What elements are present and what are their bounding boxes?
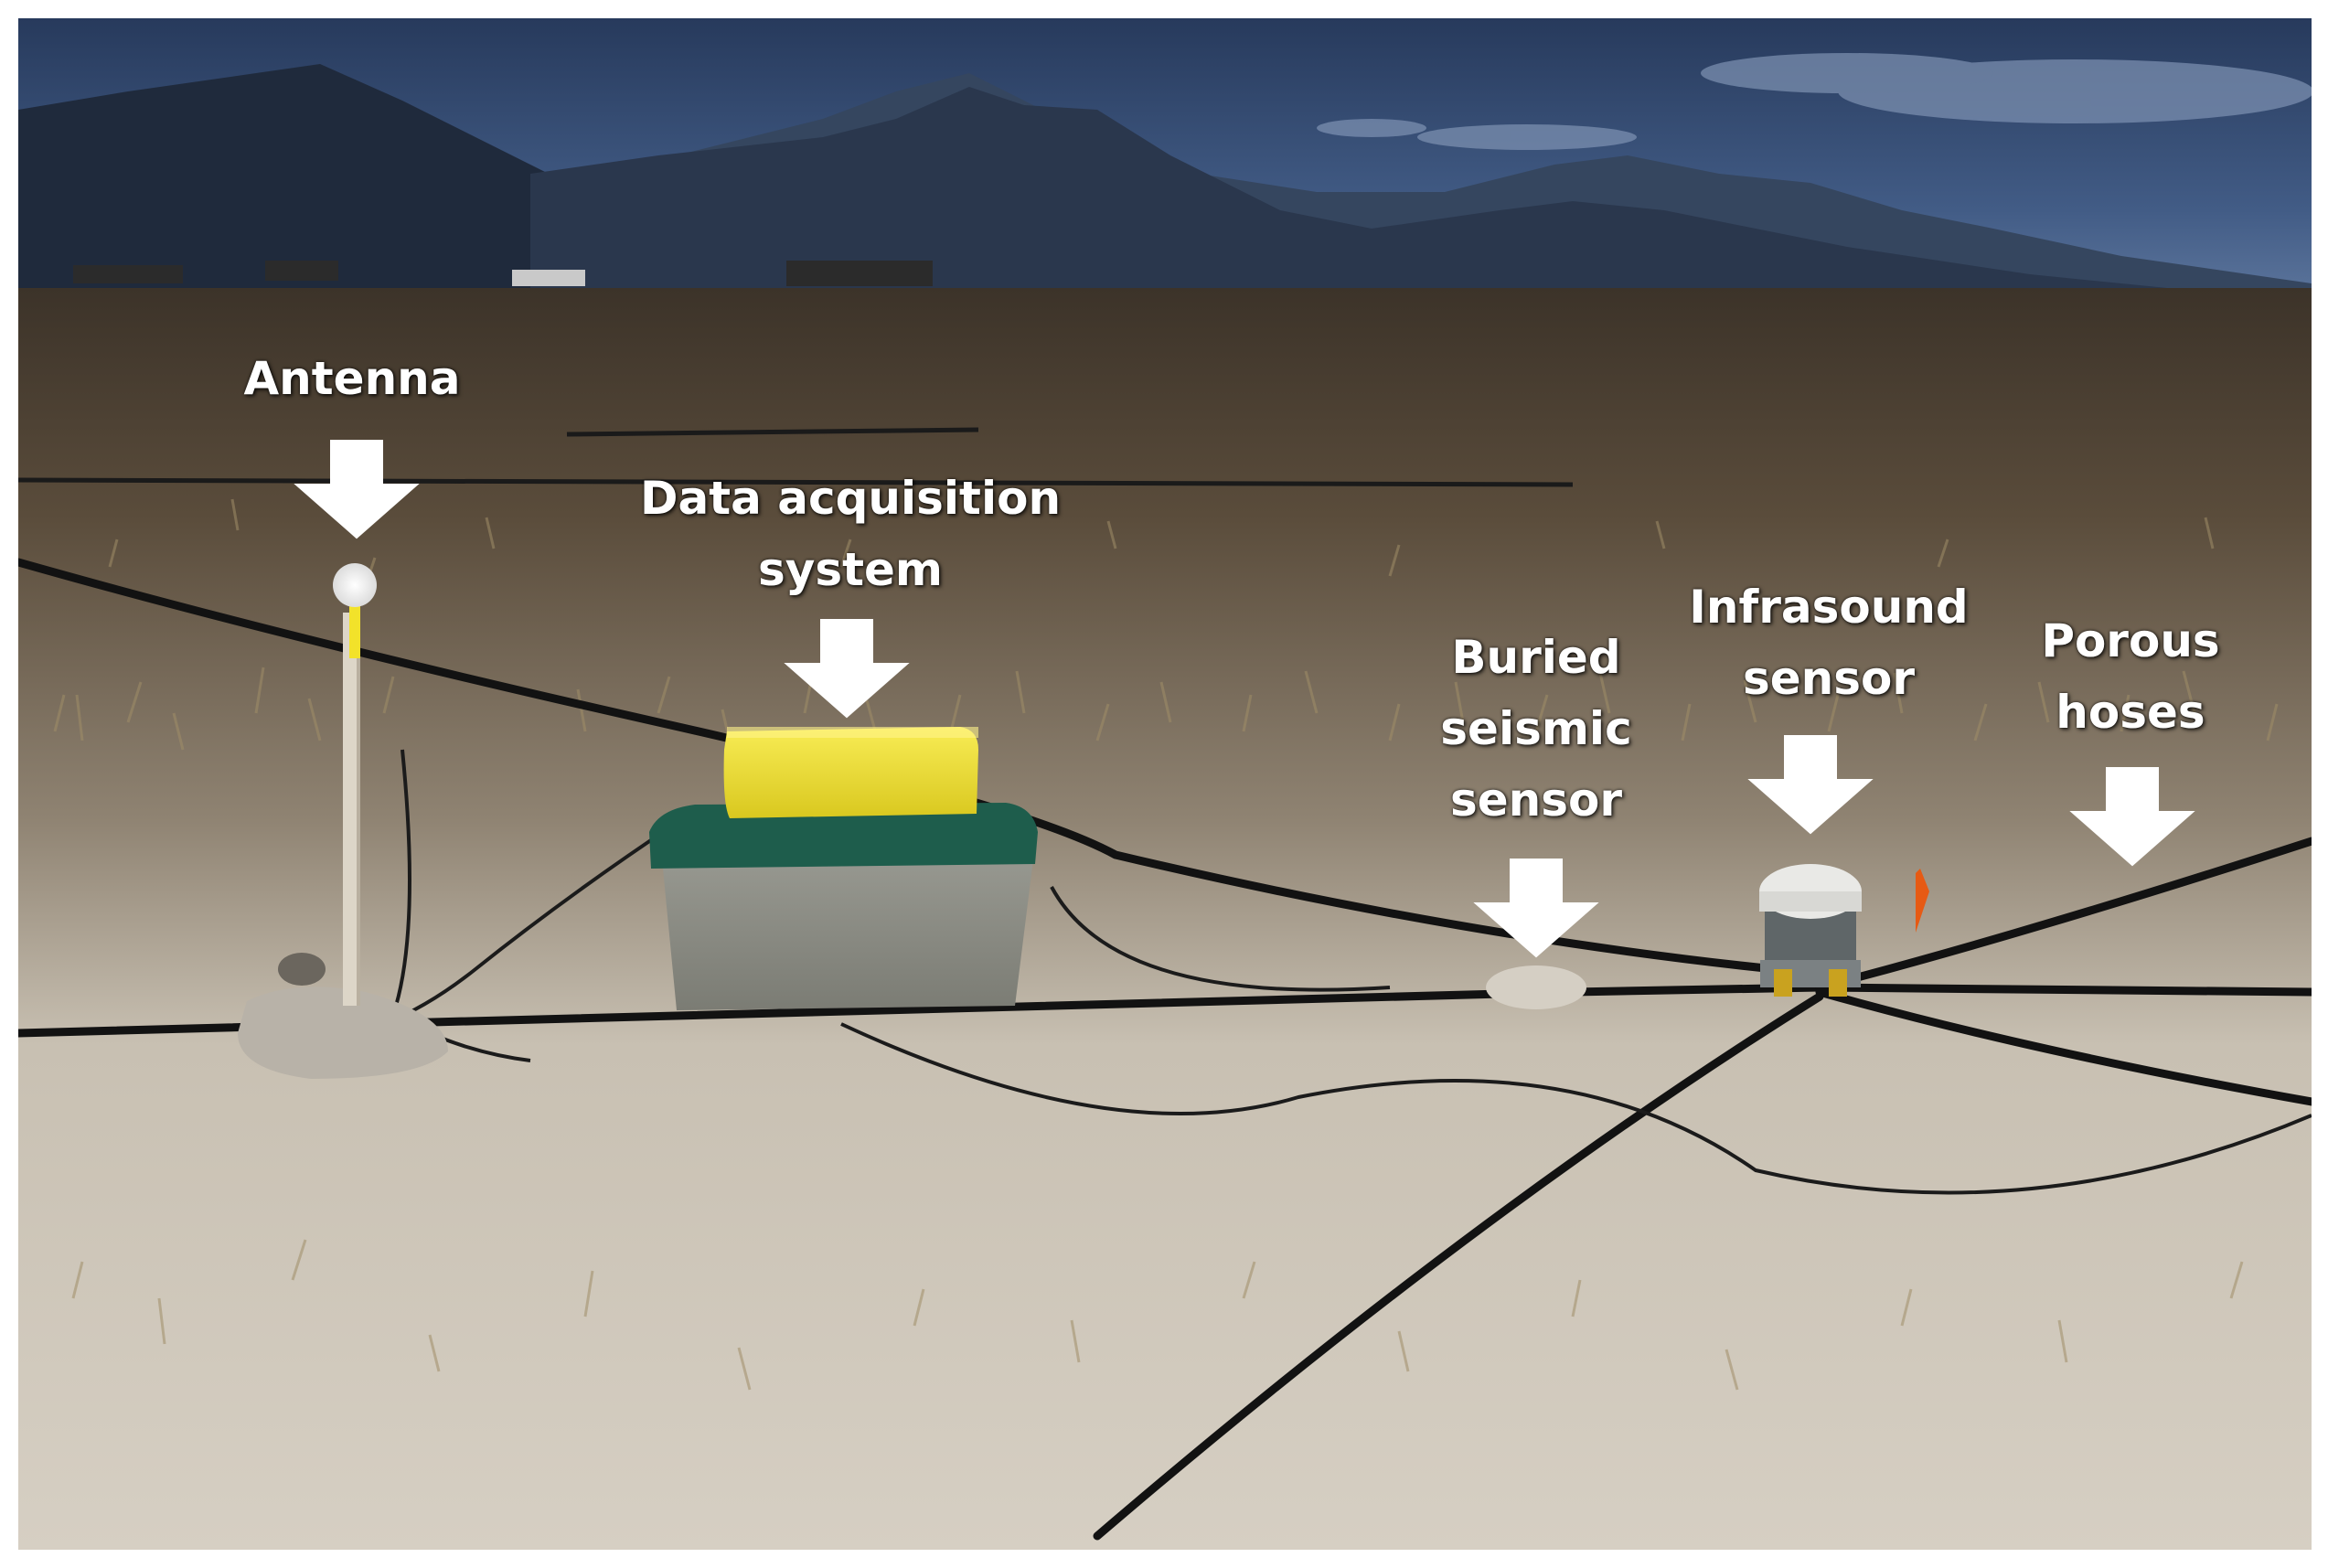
field-photo: Antenna Data acquisition system Buried s… bbox=[18, 18, 2312, 1550]
arrow-porous-hoses bbox=[2069, 767, 2195, 867]
arrow-data-acquisition bbox=[784, 619, 910, 719]
dry-grass bbox=[53, 498, 2279, 1391]
distant-hoses bbox=[18, 427, 1574, 487]
label-hoses-line-1: Porous bbox=[2041, 614, 2220, 667]
label-daq-line-1: Data acquisition bbox=[639, 472, 1062, 525]
label-seismic-line-3: sensor bbox=[1449, 773, 1623, 827]
buried-seismic-mound bbox=[1486, 965, 1586, 1009]
label-porous-hoses: Porous hoses bbox=[2021, 605, 2240, 748]
infrasound-sensor-device bbox=[1759, 864, 1862, 997]
label-infrasound-line-1: Infrasound bbox=[1689, 581, 1969, 634]
horizon-buildings bbox=[73, 261, 933, 286]
arrow-antenna bbox=[294, 440, 420, 539]
flag-marker bbox=[1916, 869, 1929, 933]
cables bbox=[383, 749, 2312, 1195]
clouds bbox=[1317, 53, 2312, 150]
label-infrasound-line-2: sensor bbox=[1742, 652, 1916, 705]
label-antenna-line-1: Antenna bbox=[243, 352, 461, 405]
label-infrasound: Infrasound sensor bbox=[1682, 571, 1975, 714]
arrow-infrasound bbox=[1747, 735, 1874, 835]
label-seismic-line-1: Buried bbox=[1451, 631, 1621, 684]
mid-mountains bbox=[530, 87, 2312, 311]
field-scene bbox=[18, 18, 2312, 1550]
label-antenna: Antenna bbox=[219, 343, 485, 414]
label-seismic-line-2: seismic bbox=[1440, 702, 1632, 755]
label-buried-seismic: Buried seismic sensor bbox=[1426, 622, 1646, 836]
antenna bbox=[238, 563, 448, 1079]
arrow-buried-seismic bbox=[1473, 859, 1599, 958]
label-data-acquisition: Data acquisition system bbox=[622, 463, 1079, 605]
label-daq-line-2: system bbox=[757, 543, 944, 596]
data-acquisition-box bbox=[649, 727, 1038, 1010]
label-hoses-line-2: hoses bbox=[2056, 686, 2205, 739]
